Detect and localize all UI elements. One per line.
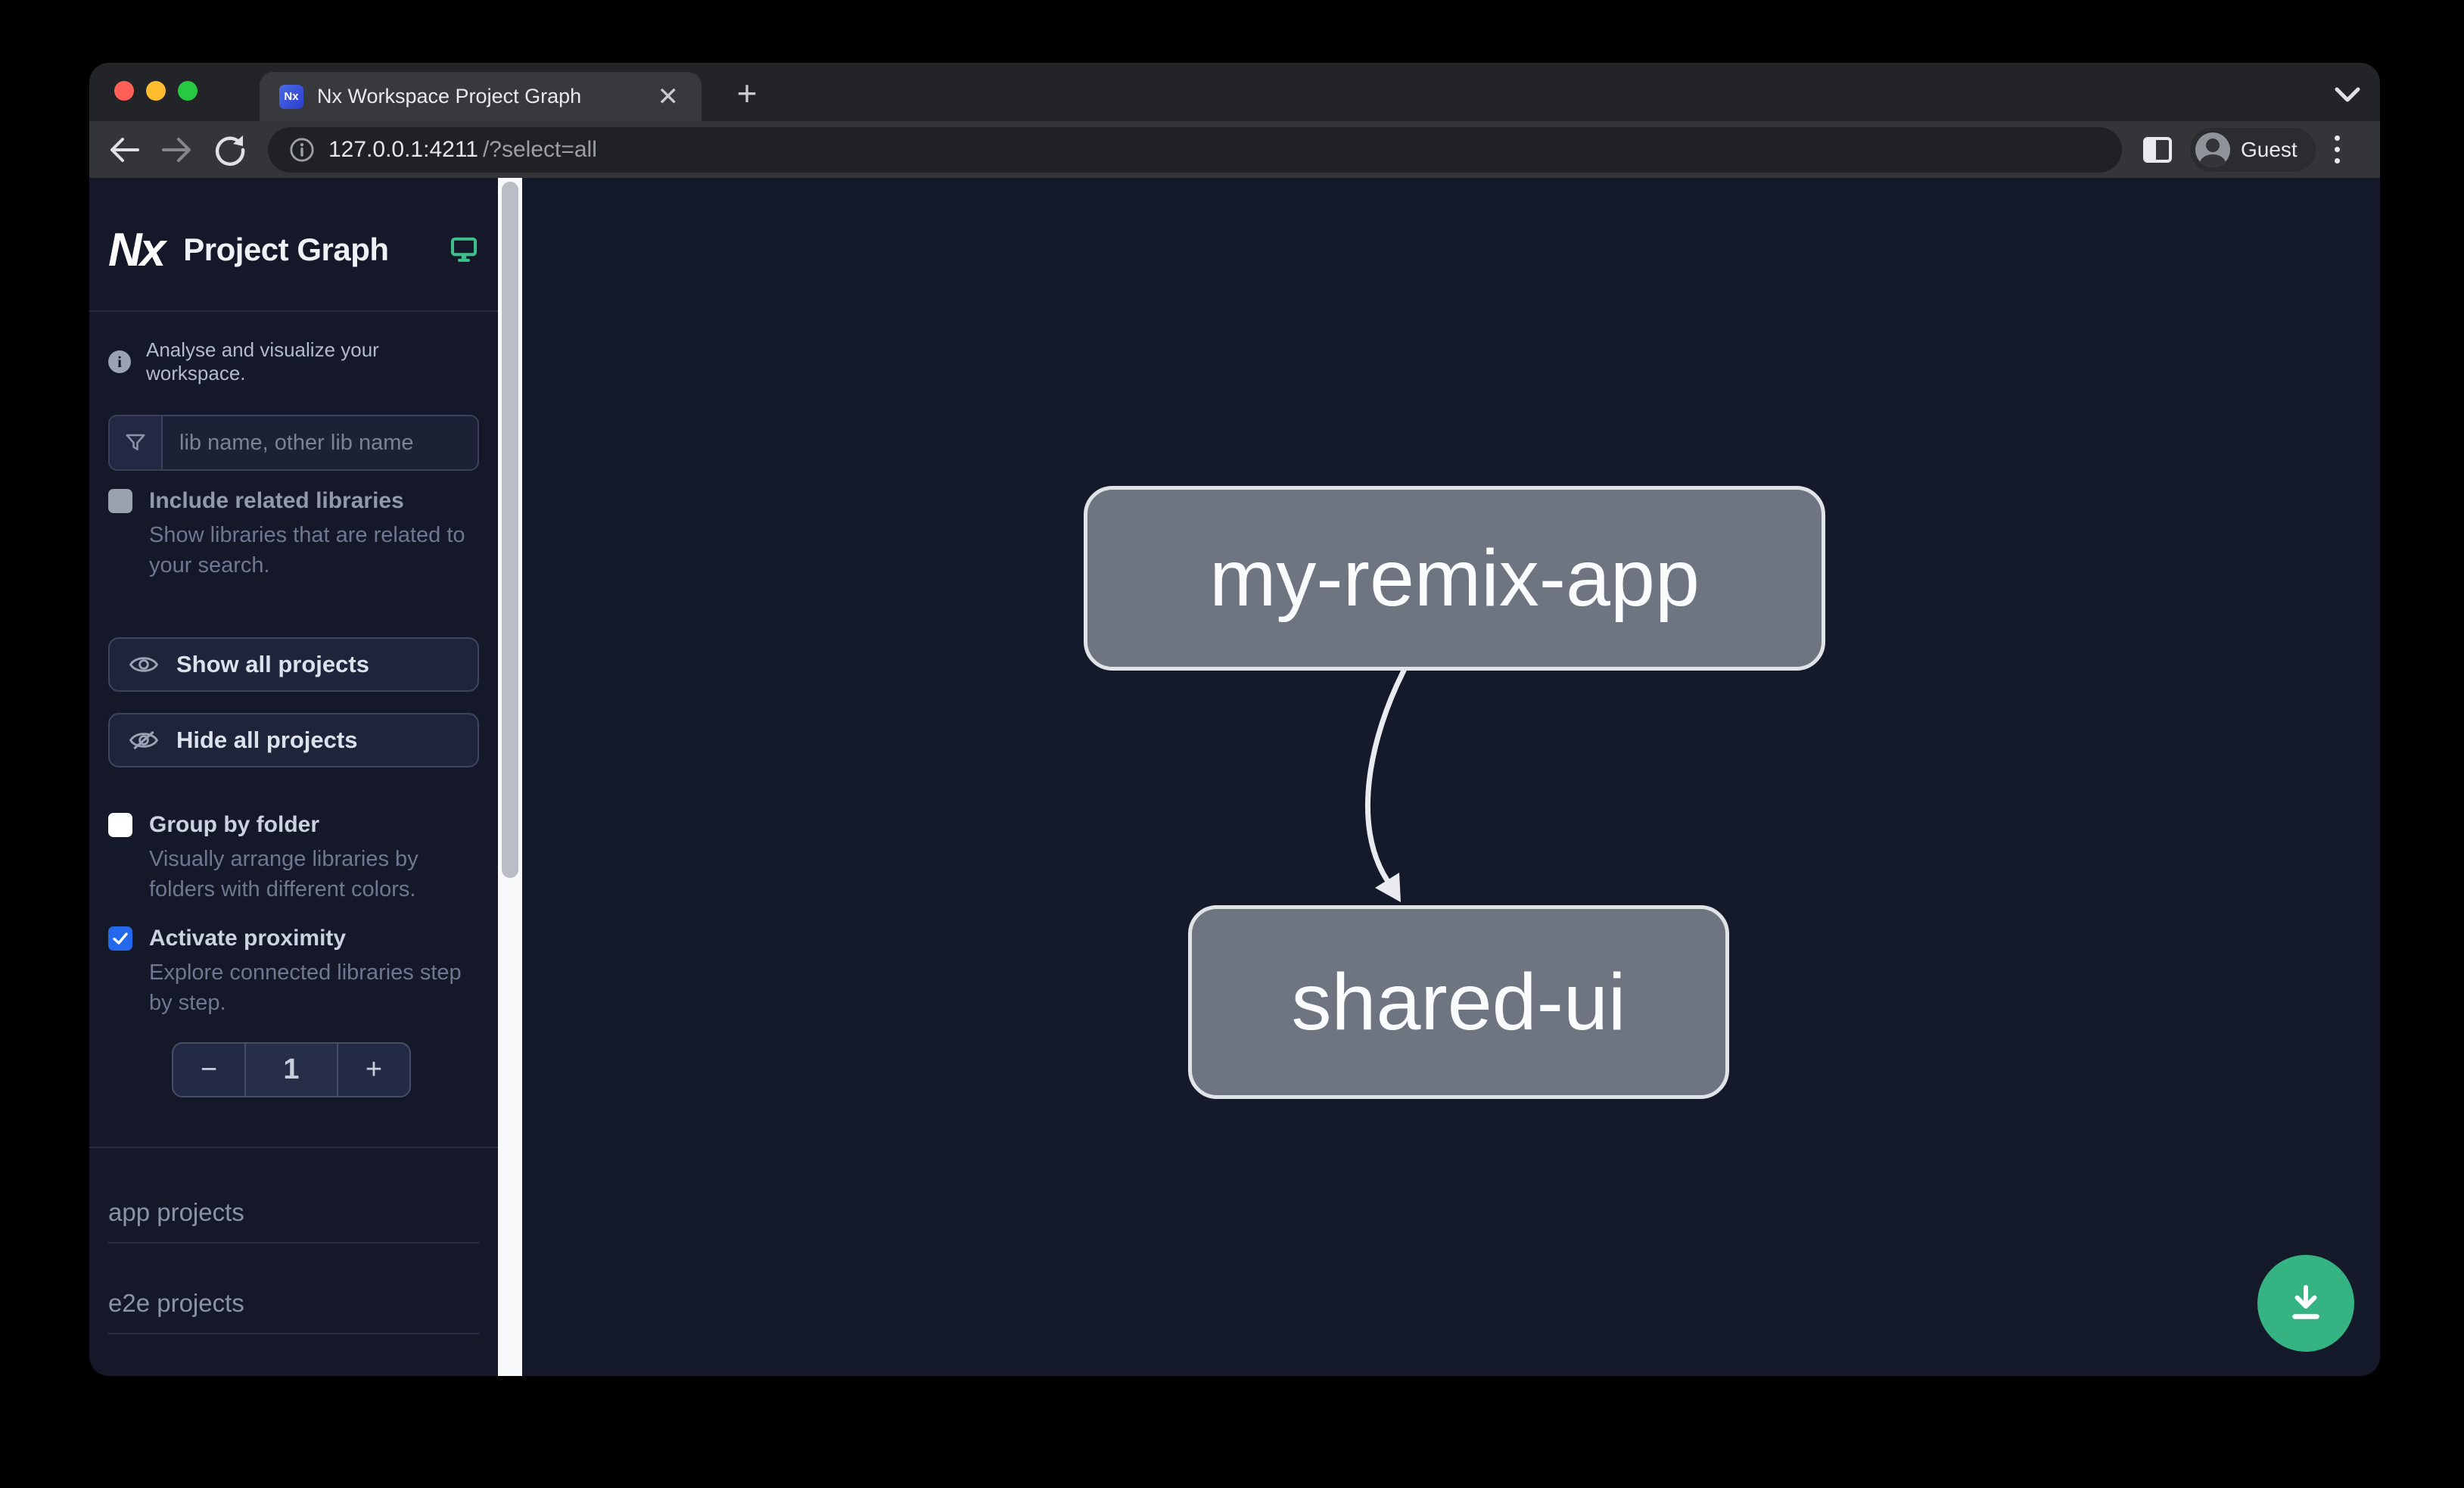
hide-all-projects-button[interactable]: Hide all projects: [108, 713, 479, 767]
group-by-folder-checkbox[interactable]: [108, 813, 132, 837]
profile-label: Guest: [2241, 137, 2298, 161]
nx-favicon-icon: Nx: [279, 84, 303, 109]
graph-node-my-remix-app[interactable]: my-remix-app: [1084, 486, 1825, 671]
close-window-button[interactable]: [114, 81, 134, 101]
profile-button[interactable]: Guest: [2190, 127, 2316, 172]
minimize-window-button[interactable]: [146, 81, 166, 101]
browser-window: Nx Nx Workspace Project Graph ✕ +: [89, 63, 2380, 1376]
include-related-description: Show libraries that are related to your …: [149, 523, 465, 578]
eye-off-icon: [129, 730, 158, 750]
group-by-folder-description: Visually arrange libraries by folders wi…: [149, 847, 418, 902]
eye-icon: [129, 657, 158, 672]
connected-monitor-icon: [450, 237, 478, 262]
dependency-edge: [1364, 668, 1407, 902]
page-title: Project Graph: [183, 232, 389, 267]
back-button[interactable]: [103, 129, 145, 171]
search-box: [108, 415, 479, 471]
url-origin: 127.0.0.1:4211: [328, 136, 478, 162]
address-bar[interactable]: 127.0.0.1:4211/?select=all: [268, 126, 2122, 173]
group-by-folder-label: Group by folder: [149, 812, 319, 837]
sidebar: Nx Project Graph i Analyse and visualize…: [89, 178, 498, 1376]
divider: [89, 310, 498, 312]
activate-proximity-description: Explore connected libraries step by step…: [149, 960, 462, 1016]
activate-proximity-label: Activate proximity: [149, 926, 347, 951]
sidebar-scrollbar-thumb[interactable]: [502, 182, 518, 878]
info-icon: i: [108, 350, 131, 373]
nx-logo: Nx: [108, 223, 166, 276]
filter-funnel-icon: [110, 416, 163, 469]
proximity-decrement-button[interactable]: −: [173, 1044, 246, 1096]
proximity-value: 1: [246, 1044, 337, 1096]
include-related-label: Include related libraries: [149, 488, 404, 513]
checkmark-icon: [113, 932, 128, 945]
side-panel-button[interactable]: [2143, 136, 2172, 163]
tab-close-icon[interactable]: ✕: [657, 82, 680, 111]
tab-title: Nx Workspace Project Graph: [317, 85, 582, 107]
search-input[interactable]: [163, 416, 478, 469]
node-label: shared-ui: [1291, 957, 1626, 1047]
show-all-projects-button[interactable]: Show all projects: [108, 637, 479, 692]
tab-search-chevron-icon[interactable]: [2328, 78, 2367, 111]
tagline: Analyse and visualize your workspace.: [146, 338, 379, 384]
node-label: my-remix-app: [1209, 533, 1700, 623]
download-graph-button[interactable]: [2257, 1255, 2354, 1352]
browser-tab[interactable]: Nx Nx Workspace Project Graph ✕: [260, 72, 702, 121]
proximity-increment-button[interactable]: +: [337, 1044, 409, 1096]
site-info-icon[interactable]: [289, 137, 315, 163]
url-path: /?select=all: [482, 136, 597, 162]
new-tab-button[interactable]: +: [736, 73, 758, 113]
include-related-checkbox[interactable]: [108, 489, 132, 513]
divider: [89, 1147, 498, 1148]
project-graph-canvas[interactable]: my-remix-app shared-ui: [522, 178, 2380, 1376]
graph-node-shared-ui[interactable]: shared-ui: [1188, 905, 1729, 1099]
tab-bar: Nx Nx Workspace Project Graph ✕ +: [89, 63, 2380, 121]
browser-menu-button[interactable]: [2334, 132, 2341, 167]
avatar-icon: [2195, 132, 2230, 167]
section-app-projects: app projects: [108, 1198, 479, 1244]
activate-proximity-checkbox[interactable]: [108, 926, 132, 951]
proximity-stepper: − 1 +: [172, 1042, 411, 1097]
reload-button[interactable]: [209, 129, 251, 171]
browser-toolbar: 127.0.0.1:4211/?select=all Guest: [89, 121, 2380, 178]
show-all-projects-label: Show all projects: [176, 651, 369, 677]
section-e2e-projects: e2e projects: [108, 1289, 479, 1334]
hide-all-projects-label: Hide all projects: [176, 727, 358, 753]
zoom-window-button[interactable]: [178, 81, 198, 101]
forward-button[interactable]: [156, 129, 198, 171]
download-icon: [2292, 1284, 2319, 1319]
sidebar-scrollbar-track: [498, 178, 522, 1376]
